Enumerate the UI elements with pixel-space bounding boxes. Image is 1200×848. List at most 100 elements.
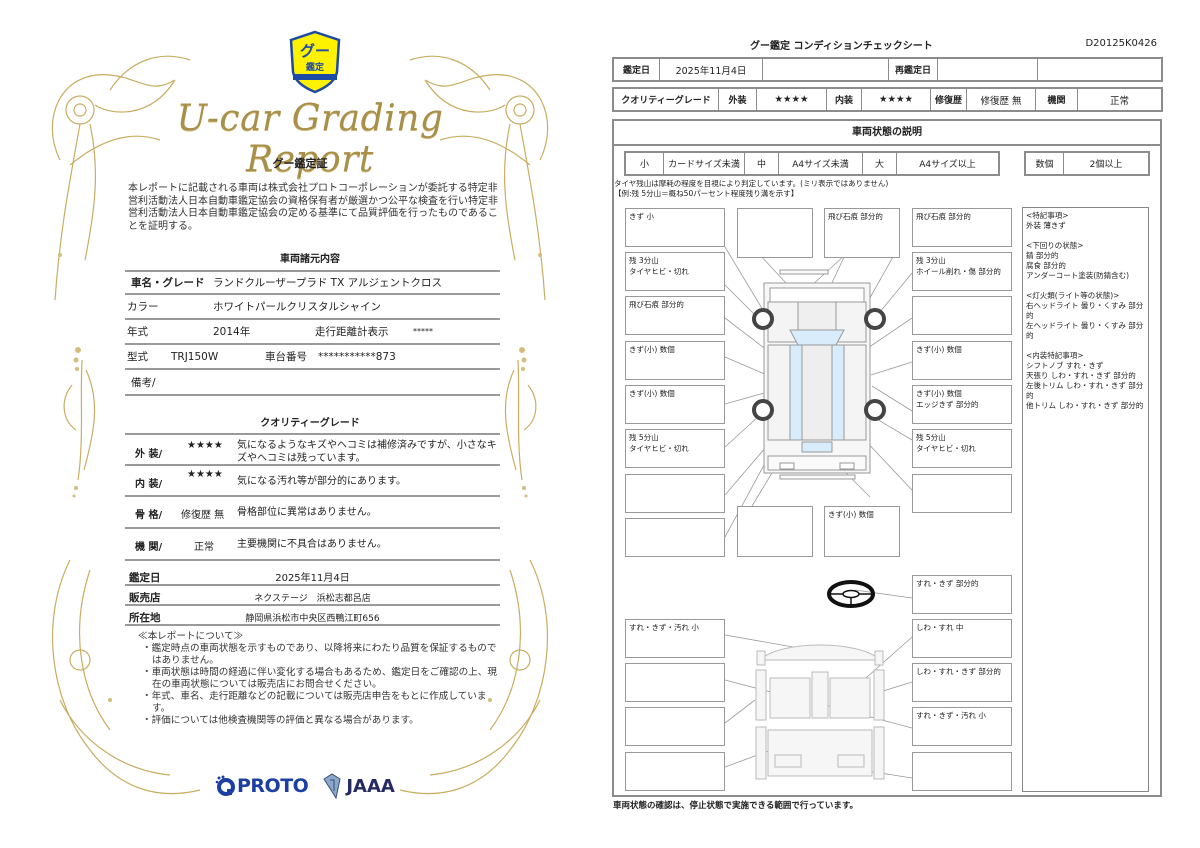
condition-box-r-rear-door: きず(小) 数個エッジきず 部分的 (912, 385, 1012, 424)
condition-text: きず(小) 数個 (916, 345, 962, 354)
spec-value: TRJ150W (171, 350, 219, 363)
grade-stars: ★★★★ (187, 440, 223, 451)
grade-row-interior: 内 装/ ★★★★ 気になる汚れ等が部分的にあります。 (125, 466, 500, 497)
condition-box-l-rear (625, 518, 725, 557)
condition-text: すれ・きず 部分的 (916, 579, 979, 588)
condition-box-rf-fender (912, 296, 1012, 335)
interior-stars: ★★★★ (862, 89, 931, 110)
remarks-line: 天張り しわ・すれ・きず 部分的 (1026, 371, 1136, 380)
condition-text: きず(小) 数個 (828, 510, 874, 519)
remarks-group: <特記事項> 外装 薄きず (1026, 211, 1145, 231)
condition-text: タイヤヒビ・切れ (629, 444, 689, 453)
goo-kantei-shield-icon: グー 鑑定 (289, 30, 341, 94)
spec-row-name-grade: 車名・グレード ランドクルーザープラド TX アルジェントクロス (125, 270, 500, 295)
spec-label: 走行距離計表示 (315, 326, 389, 338)
svg-text:鑑定: 鑑定 (306, 61, 325, 73)
spec-row-color: カラー ホワイトパールクリスタルシャイン (125, 295, 500, 320)
jaaa-logo-text: JAAA (346, 775, 395, 797)
info-value: 2025年11月4日 (275, 573, 350, 584)
remarks-line: 外装 薄きず (1026, 221, 1066, 230)
spec-value: ***** (413, 327, 433, 336)
remarks-line: シフトノブ すれ・きず (1026, 361, 1104, 370)
remarks-group: <灯火類(ライト等の状態)> 右ヘッドライト 曇り・くすみ 部分的 左ヘッドライ… (1026, 291, 1145, 341)
condition-text: きず 小 (629, 212, 654, 221)
grade-value: 修復歴 無 (181, 510, 225, 521)
remarks-heading: <下回りの状態> (1026, 241, 1084, 250)
spec-row-remarks: 備考/ (125, 370, 500, 396)
note-item: ・年式、車名、走行距離などの記載については販売店申告をもとに作成しています。 (142, 691, 487, 714)
remarks-line: 他トリム しわ・すれ・きず 部分的 (1026, 401, 1144, 410)
condition-box-windshield: 飛び石痕 部分的 (824, 208, 900, 258)
spec-row-model: 型式 TRJ150W 車台番号 ***********873 (125, 345, 500, 370)
condition-box-l-front-seat (625, 663, 725, 702)
vehicle-spec-table: 車名・グレード ランドクルーザープラド TX アルジェントクロス カラー ホワイ… (125, 270, 500, 396)
condition-check-sheet-page: グー鑑定 コンディションチェックシート D20125K0426 鑑定日 2025… (600, 0, 1200, 848)
grading-certificate-page: グー 鑑定 U-car Grading Report グー鑑定証 本レポートに記… (51, 30, 549, 804)
exterior-stars: ★★★★ (757, 89, 827, 110)
vehicle-condition-frame: 車両状態の説明 (612, 119, 1162, 797)
condition-box-r-front-door: きず(小) 数個 (912, 341, 1012, 380)
remarks-line: 錆 部分的 (1026, 251, 1059, 260)
legend-several-desc: 2個以上 (1089, 160, 1123, 170)
spec-label: 備考/ (131, 376, 156, 389)
remarks-line: 腐食 部分的 (1026, 261, 1066, 270)
grade-row-table: クオリティーグレード 外装 ★★★★ 内装 ★★★★ 修復歴 修復歴 無 機関 … (612, 87, 1163, 112)
jaaa-mark-icon (323, 773, 341, 799)
document-number: D20125K0426 (1085, 38, 1157, 49)
spec-label: 型式 (127, 351, 148, 363)
condition-box-r-trim: しわ・すれ・きず 部分的 (912, 663, 1012, 702)
condition-box-lr-tire: 残 5分山タイヤヒビ・切れ (625, 429, 725, 468)
condition-box-rear-center (737, 506, 813, 557)
tire-tread-note: タイヤ残山は摩耗の程度を目視により判定しています。(ミリ表示ではありません) 【… (614, 179, 888, 199)
condition-box-rear-bumper: きず(小) 数個 (824, 506, 900, 557)
repair-history-label: 修復歴 (931, 89, 967, 110)
check-sheet-title: グー鑑定 コンディションチェックシート (750, 41, 933, 52)
remarks-group: <下回りの状態> 錆 部分的 腐食 部分的 アンダーコート塗装(防錆含む) (1026, 241, 1145, 281)
legend-medium: 中 (745, 153, 779, 174)
remarks-line: アンダーコート塗装(防錆含む) (1026, 271, 1130, 280)
appraisal-info-table: 鑑定日 2025年11月4日 販売店 ネクステージ 浜松志都呂店 所在地 静岡県… (125, 566, 500, 626)
spec-label: 車台番号 (265, 351, 307, 363)
grade-stars: ★★★★ (187, 469, 223, 480)
remarks-group: <内装特記事項> シフトノブ すれ・きず 天張り しわ・すれ・きず 部分的 左後… (1026, 351, 1145, 411)
grade-desc: 主要機関に不具合はありません。 (237, 539, 387, 550)
grade-label: 機 関/ (135, 542, 163, 553)
condition-box-l-front-door: きず(小) 数個 (625, 341, 725, 380)
condition-box-r-quarter (912, 474, 1012, 513)
condition-text: 残 5分山 (629, 433, 659, 442)
report-script-title: U-car Grading Report (176, 98, 444, 180)
appraisal-date-value: 2025年11月4日 (660, 59, 763, 80)
grade-desc: 気になる汚れ等が部分的にあります。 (237, 476, 406, 487)
condition-text: 飛び石痕 部分的 (916, 212, 971, 221)
quality-grade-label: クオリティーグレード (614, 89, 719, 110)
condition-box-r-front-seat: しわ・すれ 中 (912, 619, 1012, 658)
proto-mark-icon (215, 775, 235, 796)
condition-text: 飛び石痕 部分的 (629, 300, 684, 309)
grade-desc: 気になるようなキズやヘコミは補修済みですが、小さなキズやヘコミは残っています。 (237, 440, 497, 464)
spec-section-title: 車両諸元内容 (280, 254, 340, 265)
spec-value: ***********873 (318, 350, 396, 363)
condition-text: 残 5分山 (916, 433, 946, 442)
remarks-line: 左後トリム しわ・すれ・きず 部分的 (1026, 381, 1144, 400)
condition-text: すれ・きず・汚れ 小 (629, 623, 699, 632)
condition-box-rf-top: 飛び石痕 部分的 (912, 208, 1012, 247)
condition-text: 残 3分山 (916, 256, 946, 265)
proto-logo: PROTO (215, 775, 309, 797)
grade-desc: 骨格部位に異常はありません。 (237, 507, 377, 518)
condition-text: エッジきず 部分的 (916, 400, 979, 409)
spec-label: 年式 (127, 326, 148, 338)
grade-row-exterior: 外 装/ ★★★★ 気になるようなキズやヘコミは補修済みですが、小さなキズやヘコ… (125, 433, 500, 466)
spec-label: 車名・グレード (131, 277, 205, 289)
interior-label: 内装 (827, 89, 862, 110)
blank-cell (763, 59, 889, 80)
grade-row-engine: 機 関/ 正常 主要機関に不具合はありません。 (125, 529, 500, 561)
condition-box-rf-tire: 残 3分山ホイール削れ・傷 部分的 (912, 252, 1012, 291)
note-item: ・鑑定時点の車両状態を示すものであり、以降将来にわたり品質を保証するものではあり… (142, 643, 497, 666)
grade-label: 内 装/ (135, 479, 163, 490)
remarks-line: 左ヘッドライト 曇り・くすみ 部分的 (1026, 321, 1144, 340)
info-row-address: 所在地 静岡県浜松市中央区西鴨江町656 (125, 606, 500, 626)
spec-value: 2014年 (213, 326, 251, 338)
footer-logos: PROTO JAAA (215, 768, 395, 804)
legend-medium-desc: A4サイズ未満 (779, 153, 863, 174)
condition-text: すれ・きず・汚れ 小 (916, 711, 986, 720)
